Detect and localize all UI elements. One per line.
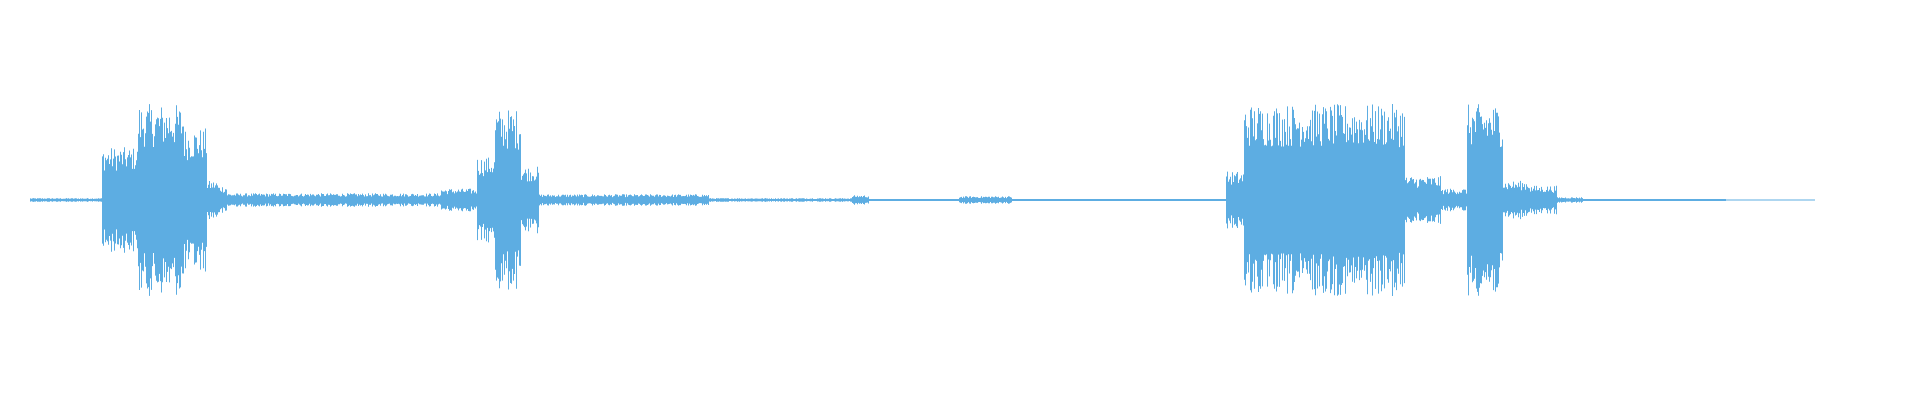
waveform-bars: [30, 104, 1726, 296]
